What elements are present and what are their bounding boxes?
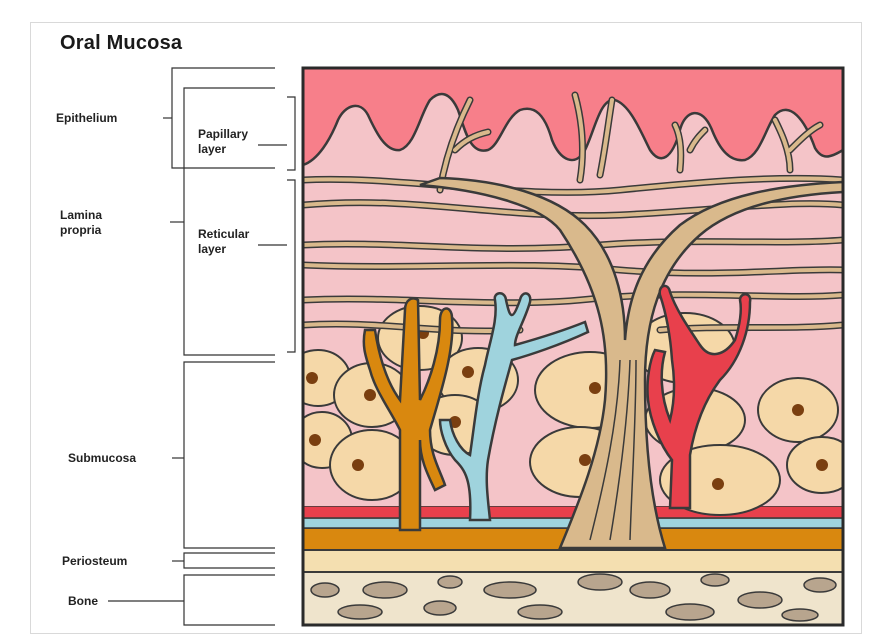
label-reticular-line1: Reticular [198,227,250,241]
label-periosteum: Periosteum [62,554,127,568]
label-papillary-line1: Papillary [198,127,248,141]
submucosa-bracket [184,362,275,548]
label-reticular-line2: layer [198,242,226,256]
label-epithelium: Epithelium [56,111,117,125]
label-papillary-line2: layer [198,142,226,156]
layer-labels: Epithelium Lamina propria Papillary laye… [56,111,250,608]
label-bone: Bone [68,594,98,608]
periosteum-bracket [184,553,275,568]
bone-bracket [184,575,275,625]
reticular-bracket [287,180,295,352]
label-lamina-propria-line2: propria [60,223,102,237]
periosteum-layer [303,548,843,572]
tissue-block [286,68,857,630]
label-lamina-propria-line1: Lamina [60,208,102,222]
papillary-bracket [287,97,295,170]
label-submucosa: Submucosa [68,451,136,465]
